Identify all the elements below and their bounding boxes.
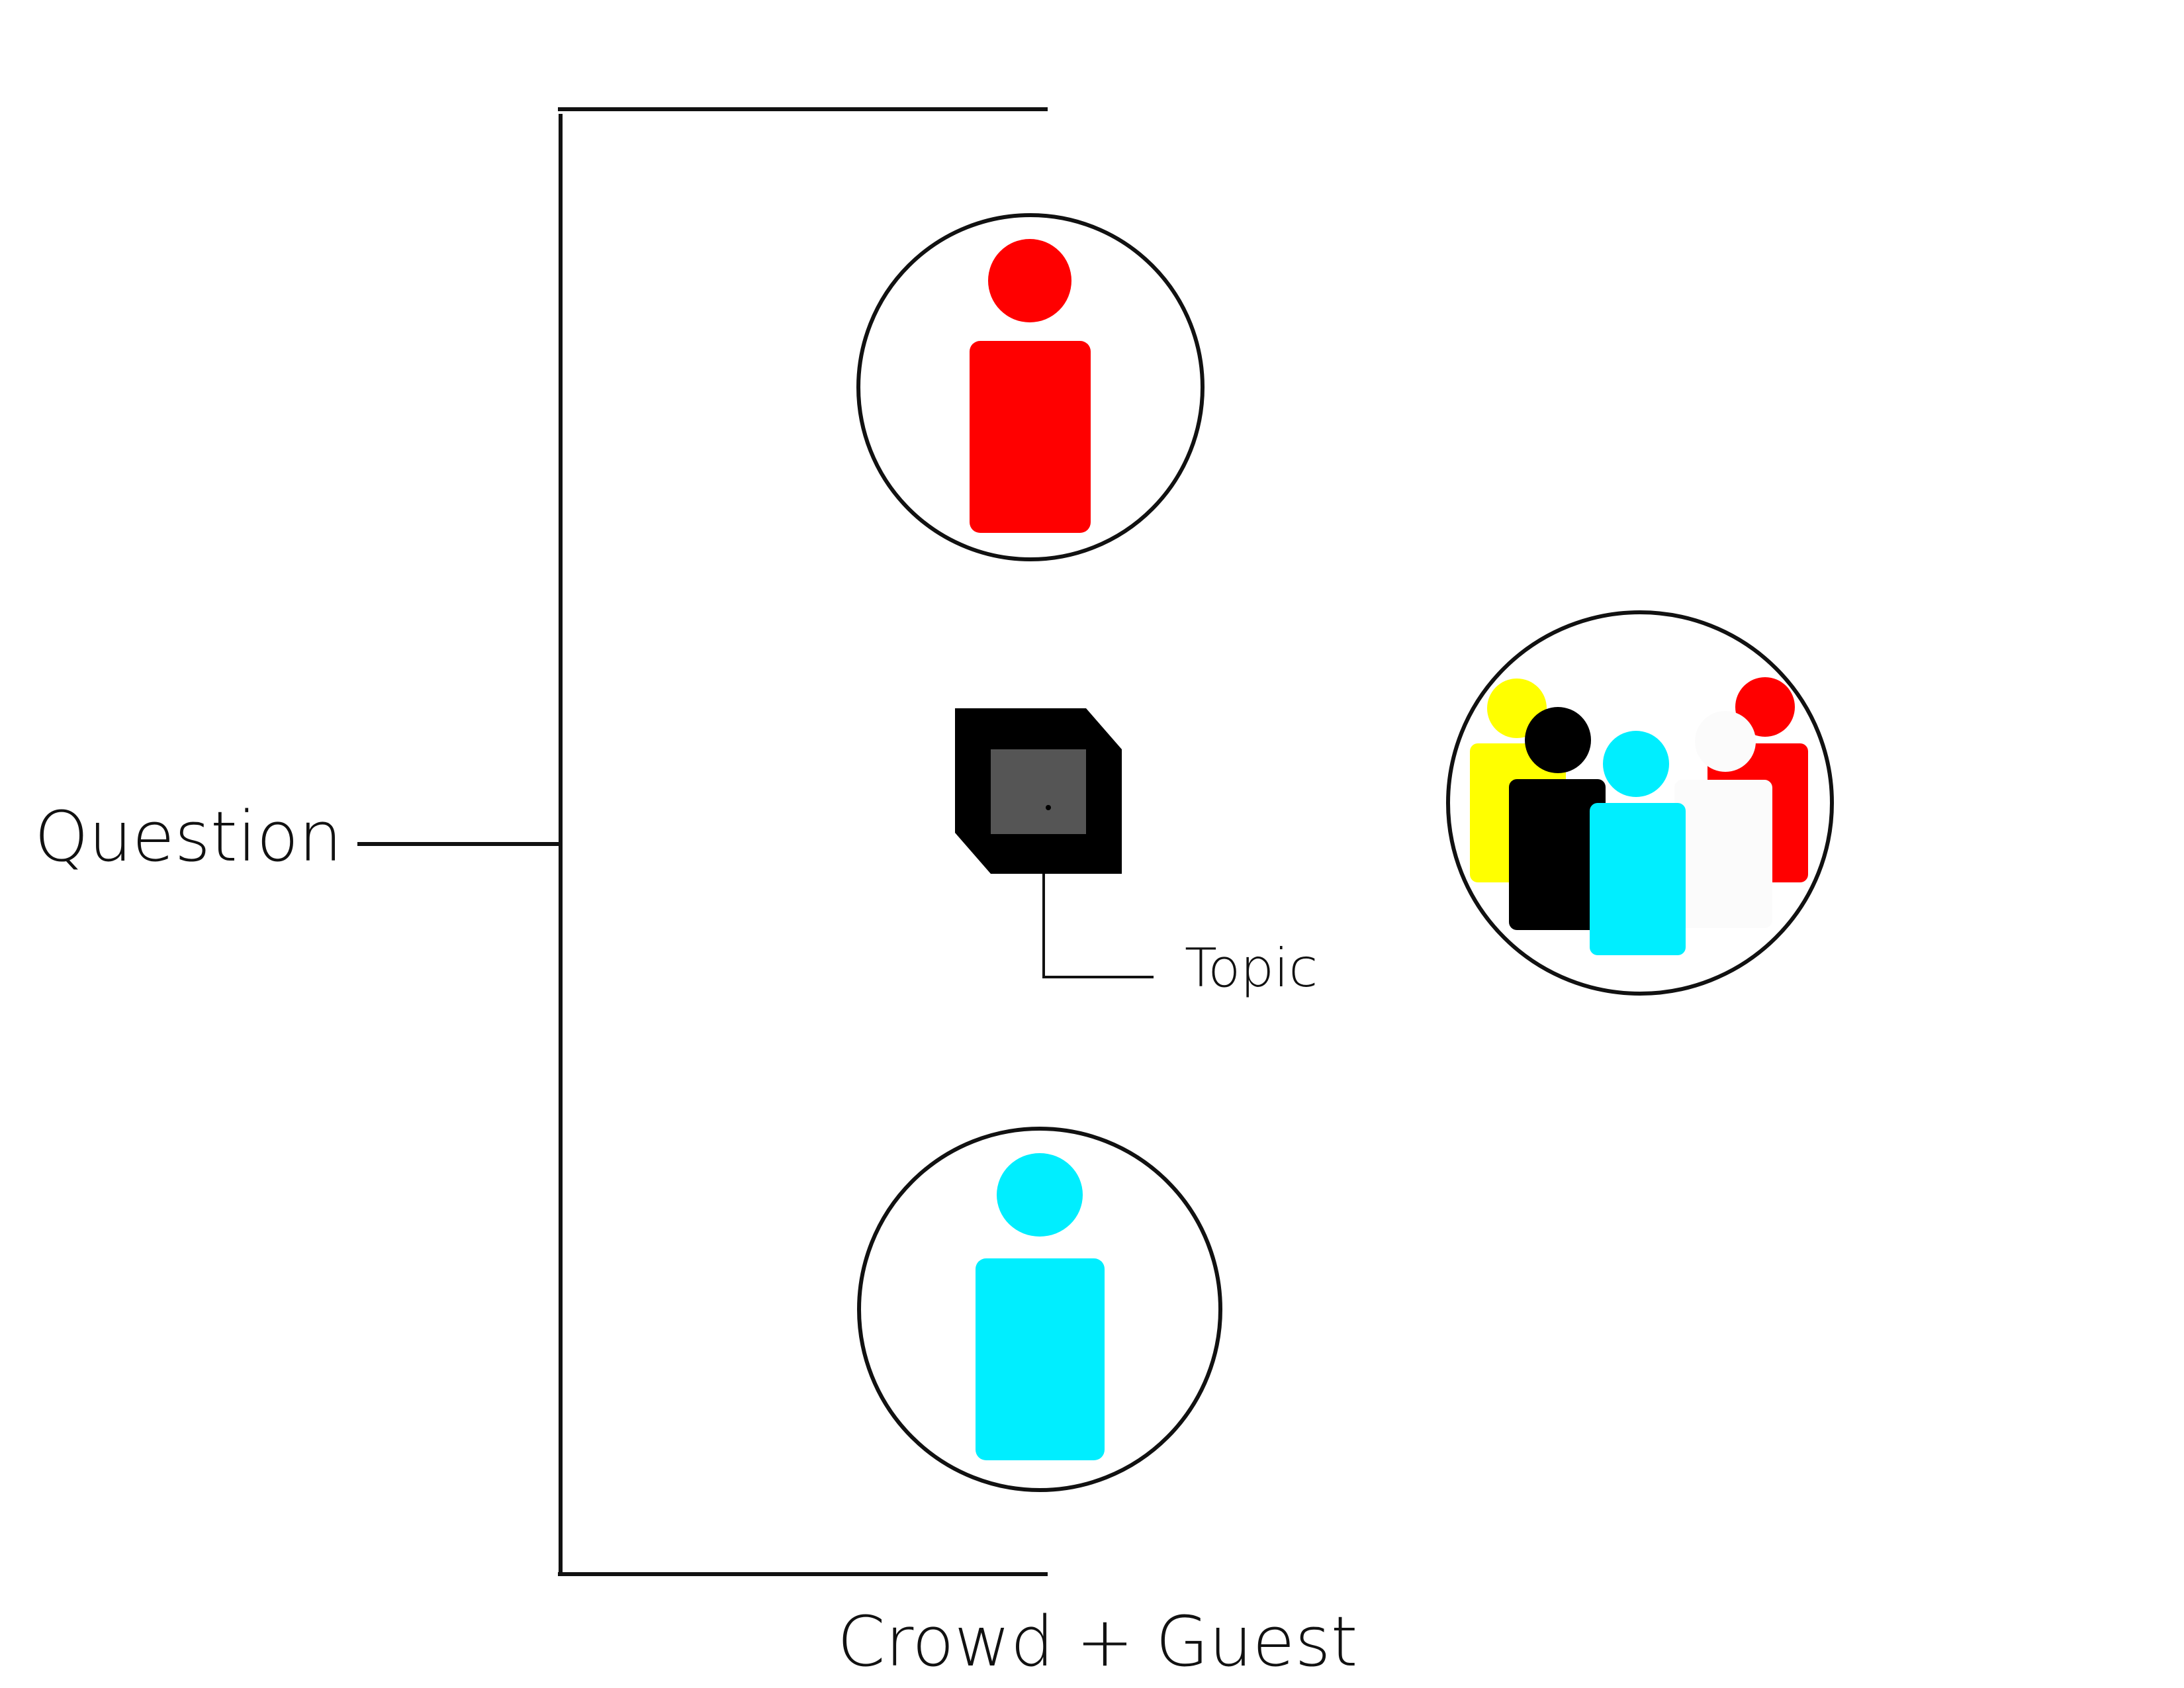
top-person-icon [970, 239, 1091, 533]
crowd-node [1446, 610, 1834, 996]
bottom-person-body [976, 1258, 1105, 1460]
crowd-person-white [1674, 711, 1772, 928]
crowd-icon [1470, 677, 1808, 955]
top-person-body [970, 341, 1091, 533]
topic-cube-dot [1046, 805, 1051, 810]
bottom-person-head [997, 1153, 1083, 1237]
crowd-white-body [1674, 780, 1772, 928]
crowd-white-head [1695, 711, 1756, 772]
topic-connector-line [1042, 874, 1154, 978]
bracket [357, 107, 1048, 1576]
crowd-red-head [1735, 677, 1795, 737]
crowd-guest-label: Crowd + Guest [837, 1601, 1358, 1682]
crowd-person-black [1509, 707, 1606, 930]
bottom-person-icon [976, 1153, 1105, 1460]
crowd-black-head [1525, 707, 1591, 773]
bottom-person-node [857, 1127, 1222, 1492]
topic-cube-face [991, 749, 1086, 834]
topic-label: Topic [1185, 937, 1318, 999]
crowd-black-body [1509, 779, 1606, 930]
crowd-cyan-body [1590, 803, 1686, 955]
topic-node [955, 708, 1154, 978]
top-person-node [856, 213, 1205, 561]
crowd-cyan-head [1603, 731, 1669, 797]
top-person-head [988, 239, 1071, 322]
question-label: Question [34, 796, 343, 877]
crowd-person-cyan [1590, 731, 1686, 955]
